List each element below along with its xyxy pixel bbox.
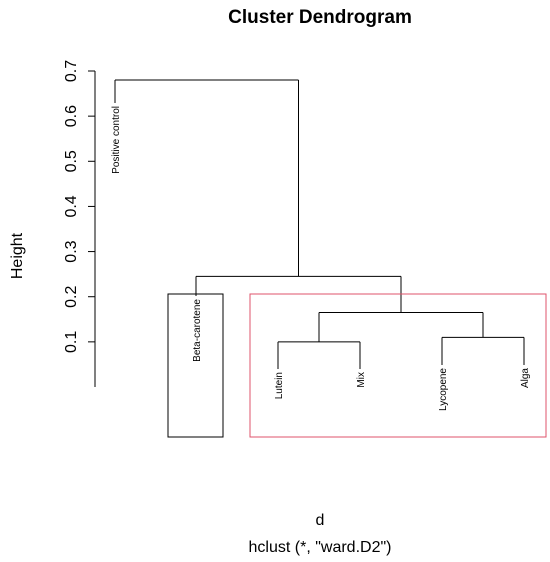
- cluster-boxes: [167, 293, 547, 438]
- leaf-label: Mix: [356, 372, 367, 388]
- cluster-box: [167, 293, 224, 438]
- y-tick-label: 0.1: [63, 331, 80, 353]
- y-tick-label: 0.7: [63, 60, 80, 82]
- y-tick-label: 0.6: [63, 105, 80, 127]
- leaf-label: Positive control: [111, 106, 122, 174]
- y-tick-label: 0.2: [63, 285, 80, 307]
- leaf-label: Alga: [520, 368, 531, 388]
- chart-title: Cluster Dendrogram: [228, 7, 412, 28]
- y-axis-label: Height: [9, 232, 26, 279]
- cluster-box: [249, 293, 547, 438]
- method-label: hclust (*, "ward.D2"): [249, 539, 392, 556]
- leaf-label: Lutein: [274, 372, 285, 399]
- leaf-label: Beta-carotene: [192, 299, 203, 362]
- x-axis-label: d: [316, 512, 325, 529]
- y-ticks: 0.1 0.2 0.3 0.4 0.5 0.6 0.7: [63, 60, 95, 353]
- dendrogram-branches: [114, 79, 525, 369]
- leaf-label: Lycopene: [438, 368, 449, 411]
- y-tick-label: 0.5: [63, 150, 80, 172]
- y-tick-label: 0.4: [63, 195, 80, 217]
- y-tick-label: 0.3: [63, 240, 80, 262]
